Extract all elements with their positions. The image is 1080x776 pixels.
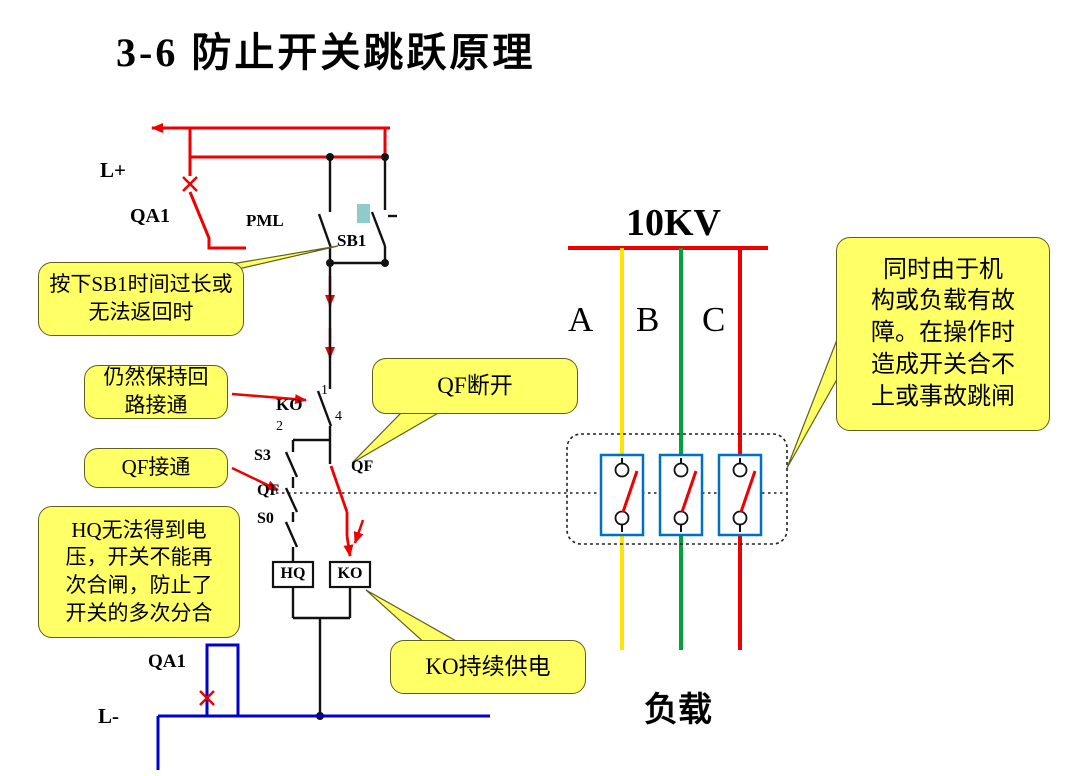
label-phase-c: C [702, 300, 726, 339]
label-s3: S3 [254, 447, 271, 464]
callout-fault: 同时由于机 构或负载有故 障。在操作时 造成开关合不 上或事故跳闸 [836, 237, 1050, 431]
phase-lines [620, 248, 742, 650]
junction-dots [316, 153, 389, 720]
breaker-dashed-outline [566, 433, 788, 545]
callout-ko-supply: KO持续供电 [390, 640, 586, 694]
label-ko-coil: KO [337, 565, 363, 582]
page-title: 3-6 防止开关跳跃原理 [116, 30, 536, 75]
label-qf-right: QF [351, 458, 374, 475]
label-terminal-2: 2 [276, 419, 283, 434]
label-phase-b: B [636, 300, 660, 339]
pole-b-blade [680, 470, 698, 513]
callout-qf-off: QF断开 [372, 358, 578, 414]
control-wiring [284, 157, 397, 716]
label-qa1-bottom: QA1 [148, 651, 186, 672]
callout-hq-blocked: HQ无法得到电 压，开关不能再 次合闸，防止了 开关的多次分合 [38, 506, 240, 638]
coil-boxes [271, 560, 372, 589]
label-s0: S0 [257, 510, 274, 527]
callout-sb1-pressed: 按下SB1时间过长或 无法返回时 [38, 262, 244, 336]
qf-contact-red-path [329, 465, 354, 557]
label-qf-left: QF [257, 482, 280, 499]
fault-callout-tail [786, 331, 841, 469]
sb1-highlight-block [357, 204, 370, 223]
label-l-plus: L+ [100, 158, 126, 182]
label-phase-a: A [568, 300, 594, 339]
l-minus-rail-and-pulse [156, 643, 490, 770]
label-pml: PML [246, 211, 284, 230]
ko-coil-box [328, 560, 372, 589]
label-ko-contact: KO [276, 395, 303, 414]
label-load: 负载 [644, 692, 712, 729]
pole-c-blade [739, 470, 757, 513]
breaker-pole-c [717, 453, 763, 537]
qf-off-callout-tail [351, 411, 443, 464]
l-plus-red-wires [151, 123, 390, 250]
label-voltage-10kv: 10KV [626, 202, 721, 244]
breaker-pole-b [658, 453, 704, 537]
hq-coil-box [271, 560, 315, 589]
label-l-minus: L- [98, 704, 119, 728]
power-circuit [566, 246, 788, 650]
label-terminal-4: 4 [335, 409, 342, 424]
pole-a-blade [621, 470, 639, 513]
callout-keep-circuit: 仍然保持回 路接通 [84, 365, 228, 419]
breaker-pole-a [599, 453, 645, 537]
callout-qf-on: QF接通 [84, 448, 228, 488]
label-qa1-top: QA1 [130, 205, 170, 227]
label-hq-coil: HQ [280, 565, 306, 582]
qa1-fault-cross-icon [182, 176, 198, 192]
ko-callout-tail [365, 589, 468, 647]
qa1-bottom-cross-icon [199, 690, 215, 706]
label-sb1: SB1 [337, 231, 367, 250]
label-terminal-1: 1 [321, 383, 328, 398]
